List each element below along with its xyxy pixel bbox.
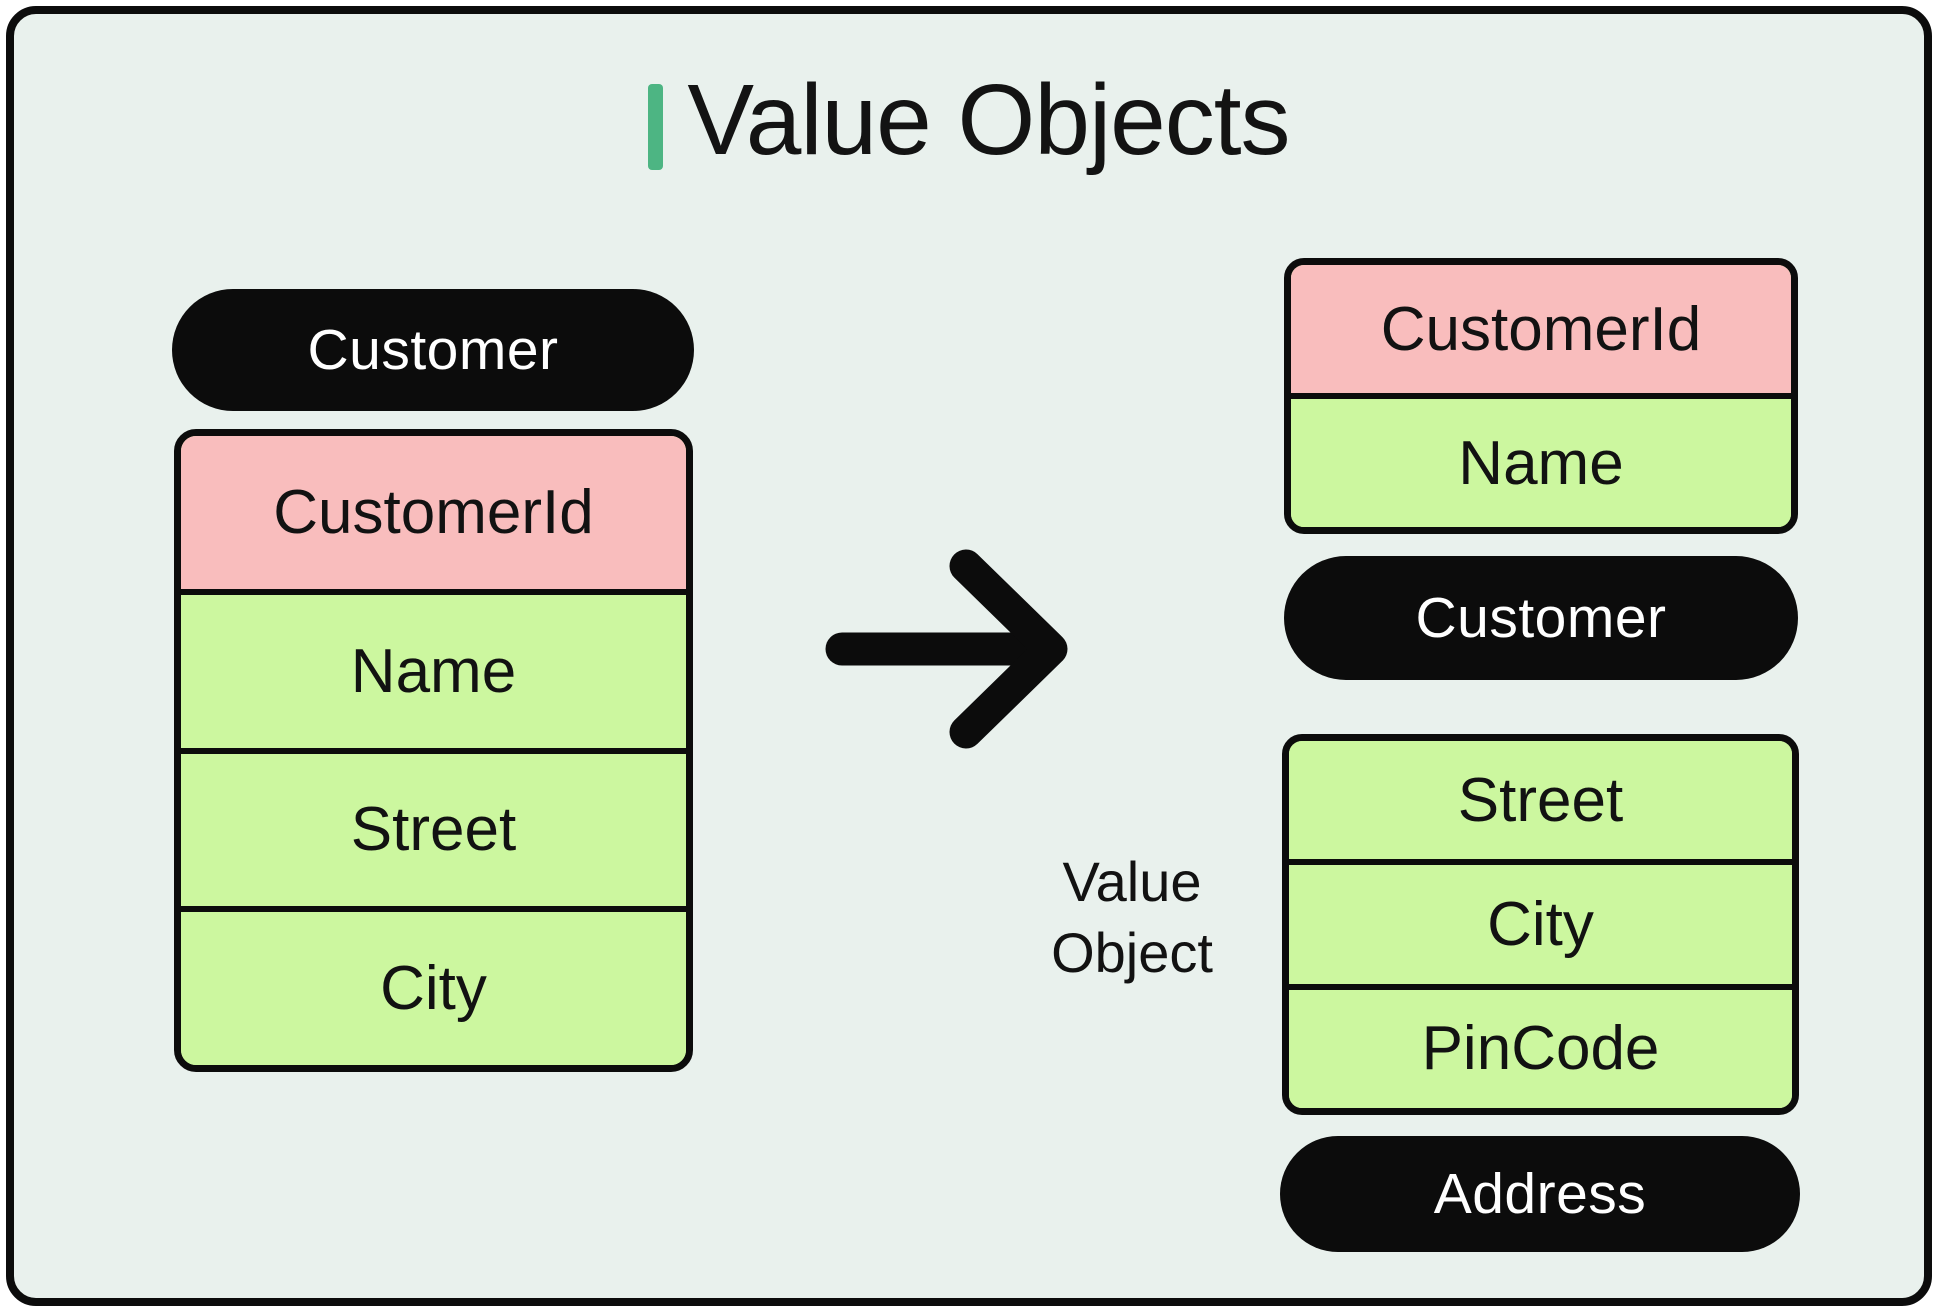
table-row-city: City — [181, 906, 686, 1065]
refactored-customer-table: CustomerId Name — [1284, 258, 1798, 534]
table-row-name: Name — [181, 588, 686, 748]
title-accent-bar — [648, 84, 664, 170]
table-row-customer-id: CustomerId — [181, 436, 686, 589]
table-row-customer-id: CustomerId — [1291, 265, 1791, 393]
value-object-annotation-line1: Value — [1062, 850, 1202, 913]
table-row-city: City — [1289, 859, 1792, 984]
table-row-street: Street — [1289, 741, 1792, 860]
address-table: Street City PinCode — [1282, 734, 1799, 1115]
customer-label-pill-right: Customer — [1284, 556, 1798, 680]
right-arrow-icon — [824, 547, 1074, 752]
table-row-street: Street — [181, 747, 686, 907]
table-row-pincode: PinCode — [1289, 983, 1792, 1108]
customer-label-pill-left: Customer — [172, 289, 694, 411]
address-label-pill: Address — [1280, 1136, 1800, 1252]
page-title: Value Objects — [687, 64, 1290, 176]
diagram-canvas: Value Objects Customer CustomerId Name S… — [6, 6, 1932, 1306]
customer-table: CustomerId Name Street City — [174, 429, 693, 1072]
value-object-annotation-line2: Object — [1051, 921, 1213, 985]
table-row-name: Name — [1291, 393, 1791, 527]
title-row: Value Objects — [14, 68, 1924, 173]
value-object-annotation: Value Object — [962, 846, 1302, 988]
